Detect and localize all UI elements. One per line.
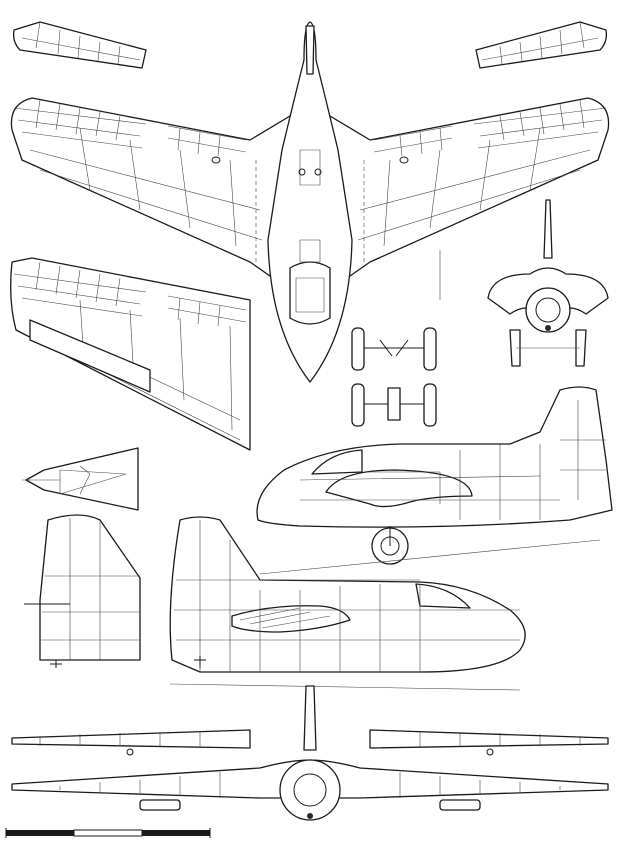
scale-bar [5, 828, 211, 838]
wing-panel-upper-left [12, 21, 147, 69]
side-view-left [169, 516, 526, 691]
plan-view [10, 21, 610, 383]
landing-gear-top [351, 383, 437, 427]
small-fuselage-section [22, 447, 139, 511]
rear-view [11, 685, 609, 821]
front-view [487, 199, 609, 367]
side-view-right-upper [256, 386, 613, 575]
fin-detail [24, 514, 141, 668]
wing-underside-view [10, 257, 251, 451]
wing-panel-upper-right [475, 21, 608, 69]
landing-gear-front [351, 327, 437, 371]
